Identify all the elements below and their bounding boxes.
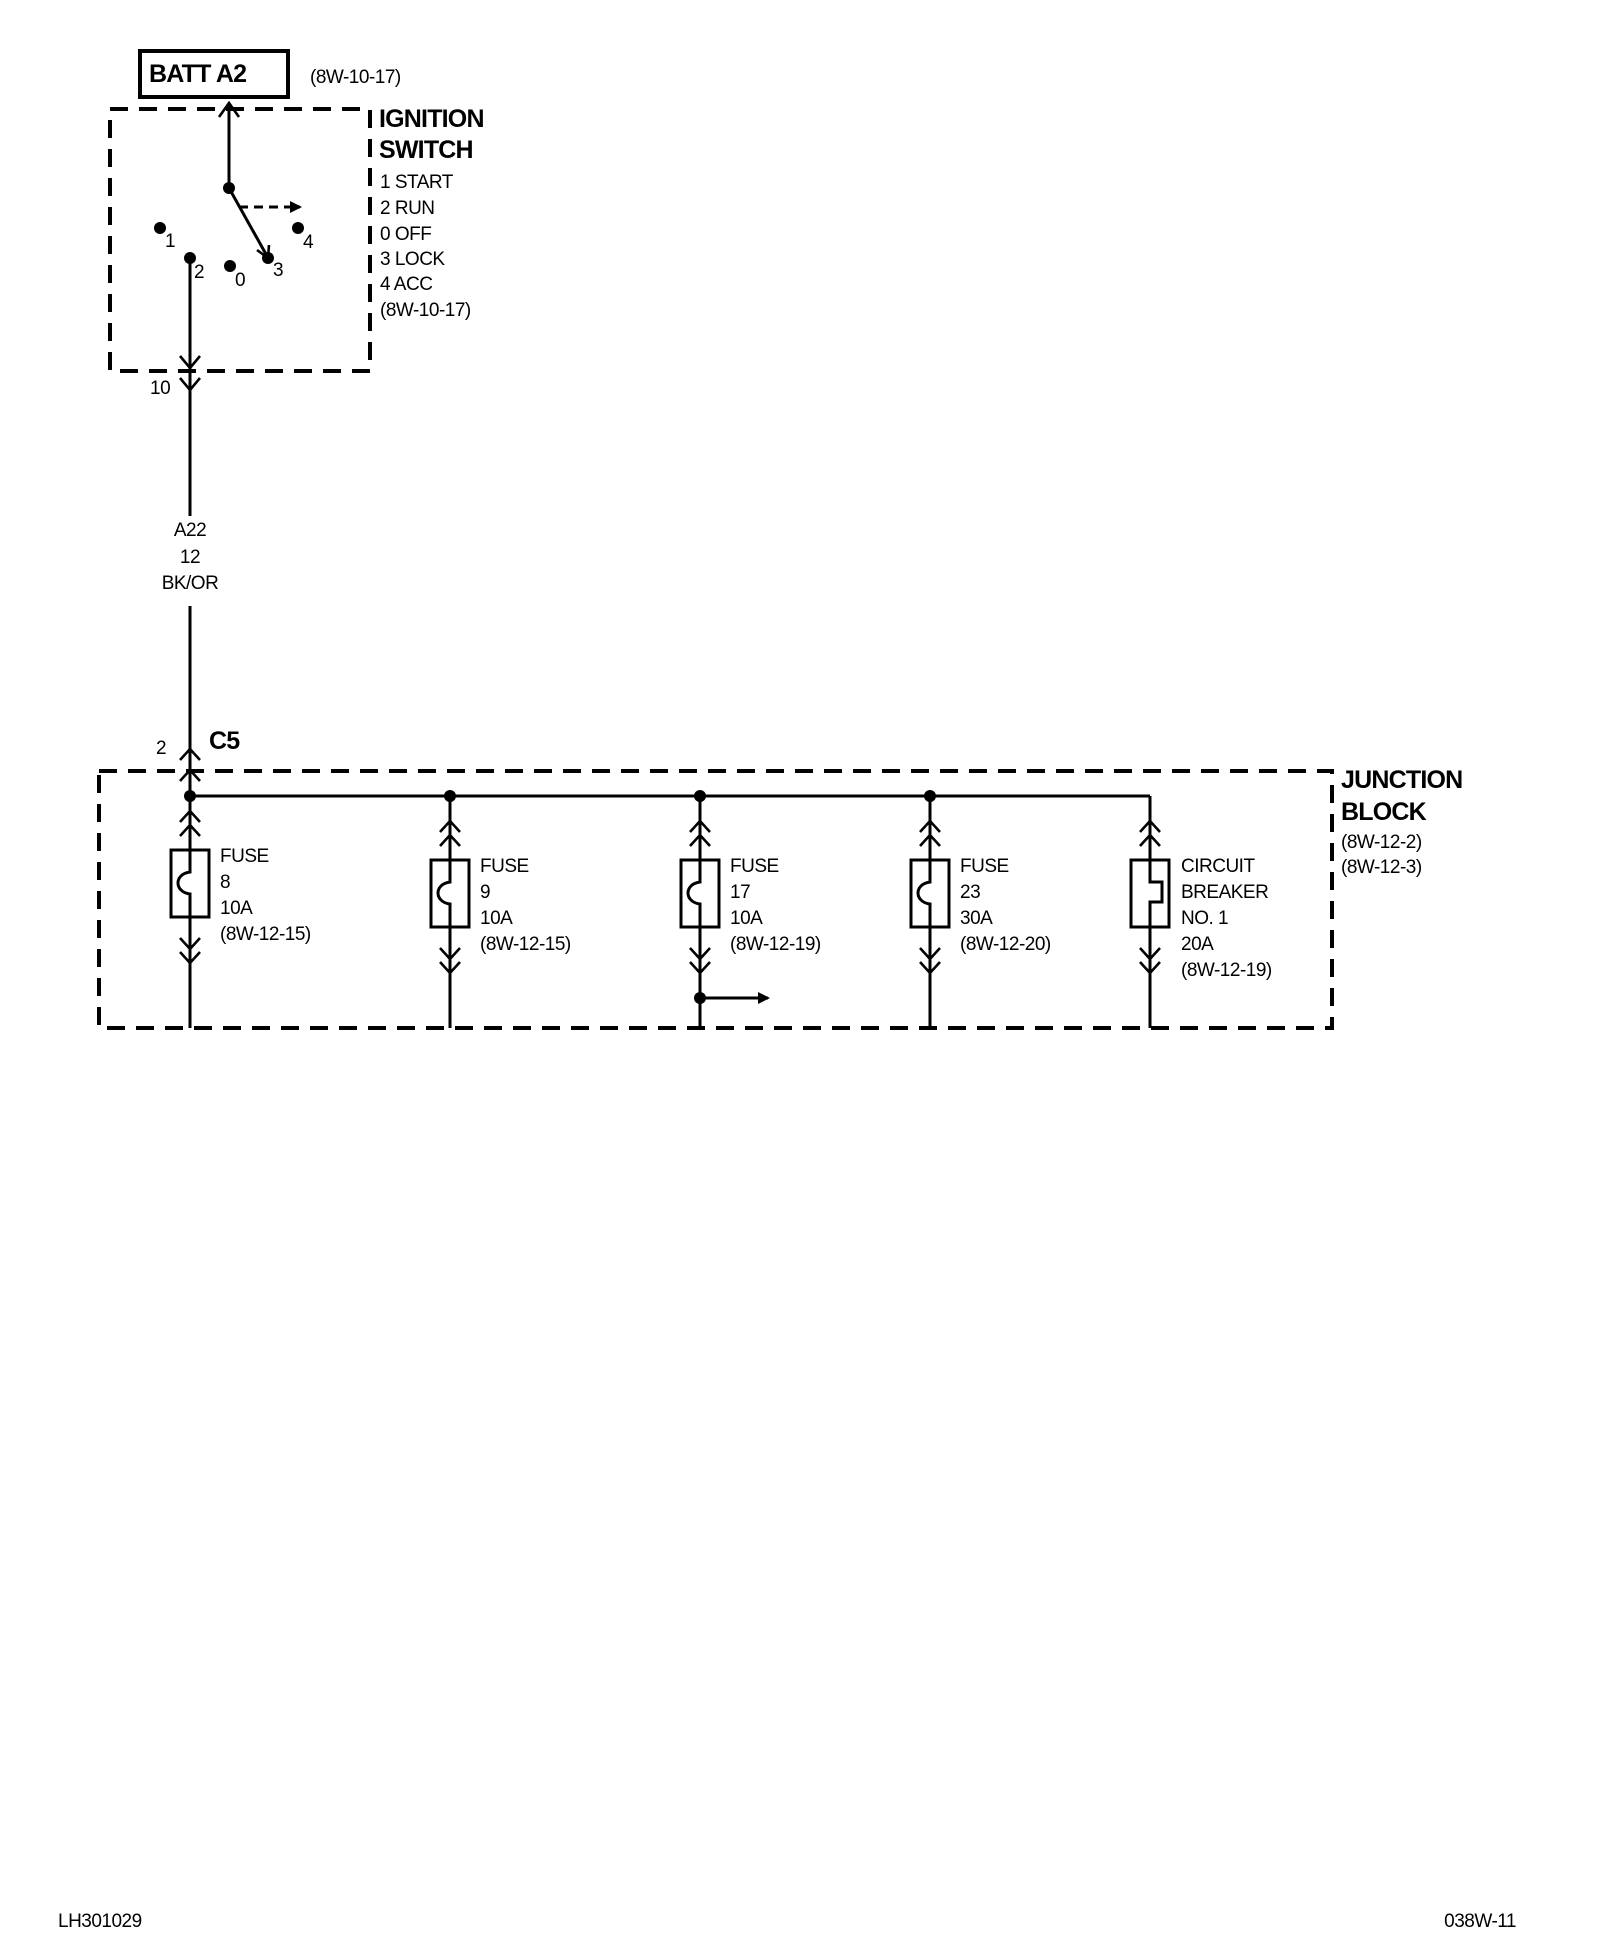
contact-1	[154, 222, 166, 234]
fuse-23-line3: 30A	[960, 908, 993, 929]
switch-output-chevron-1	[179, 355, 201, 371]
footer-right-code: 038W-11	[1444, 1911, 1516, 1932]
junction-block-ref-1: (8W-12-2)	[1341, 832, 1422, 853]
footer-left-code: LH301029	[58, 1911, 142, 1932]
fuse-17-line2: 17	[730, 882, 750, 903]
batt-box	[138, 49, 290, 99]
fuse-23-line4: (8W-12-20)	[960, 934, 1051, 955]
fuse-9	[429, 796, 471, 1028]
fuse-8-line2: 8	[220, 872, 230, 893]
fuse-17-line4: (8W-12-19)	[730, 934, 821, 955]
c5-chevron-1	[179, 747, 201, 761]
contact-2-label: 2	[194, 262, 204, 283]
breaker-line5: (8W-12-19)	[1181, 960, 1272, 981]
c5-name: C5	[209, 727, 240, 755]
fuse-9-line4: (8W-12-15)	[480, 934, 571, 955]
fuse-9-line1: FUSE	[480, 856, 529, 877]
breaker-line2: BREAKER	[1181, 882, 1268, 903]
junction-block-title-2: BLOCK	[1341, 798, 1427, 826]
ignition-position-run: 2 RUN	[380, 198, 435, 219]
breaker-line1: CIRCUIT	[1181, 856, 1255, 877]
ignition-position-lock: 3 LOCK	[380, 249, 445, 270]
junction-block-outline	[97, 769, 1334, 1030]
fuse-9-line2: 9	[480, 882, 490, 903]
ignition-switch-title-1: IGNITION	[379, 105, 484, 133]
ignition-position-off: 0 OFF	[380, 224, 431, 245]
fuse-23-line2: 23	[960, 882, 980, 903]
fuse-17-line3: 10A	[730, 908, 763, 929]
fuse-8-line3: 10A	[220, 898, 253, 919]
fuse-8	[169, 796, 211, 1028]
c5-pin: 2	[156, 738, 166, 759]
junction-block-title-1: JUNCTION	[1341, 766, 1462, 794]
contact-3	[262, 252, 274, 264]
batt-label: BATT A2	[149, 60, 246, 88]
switch-output-pin: 10	[150, 378, 170, 399]
fuse-8-line4: (8W-12-15)	[220, 924, 311, 945]
wire-circuit: A22	[174, 520, 206, 541]
ignition-position-acc: 4 ACC	[380, 274, 432, 295]
ignition-switch-outline	[108, 107, 372, 373]
junction-block-ref-2: (8W-12-3)	[1341, 857, 1422, 878]
contact-3-label: 3	[273, 260, 283, 281]
wire-gauge: 12	[180, 547, 200, 568]
batt-feed-arrow	[217, 100, 241, 118]
ignition-position-start: 1 START	[380, 172, 454, 193]
fuse-23-line1: FUSE	[960, 856, 1009, 877]
breaker-line4: 20A	[1181, 934, 1214, 955]
fuse-23	[909, 796, 951, 1028]
contact-1-label: 1	[165, 231, 175, 252]
fuse-17-line1: FUSE	[730, 856, 779, 877]
contact-4-label: 4	[303, 232, 314, 253]
switch-blade	[227, 187, 269, 257]
ignition-switch-ref: (8W-10-17)	[380, 300, 471, 321]
fuse-17	[679, 796, 770, 1028]
fuse-8-line1: FUSE	[220, 846, 269, 867]
ignition-switch-title-2: SWITCH	[379, 136, 473, 164]
contact-0	[224, 260, 236, 272]
contact-0-label: 0	[235, 270, 245, 291]
fuse-9-line3: 10A	[480, 908, 513, 929]
contact-4	[292, 222, 304, 234]
batt-ref: (8W-10-17)	[310, 67, 401, 88]
breaker-line3: NO. 1	[1181, 908, 1228, 929]
wire-color: BK/OR	[162, 573, 219, 594]
circuit-breaker-1	[1129, 796, 1171, 1028]
